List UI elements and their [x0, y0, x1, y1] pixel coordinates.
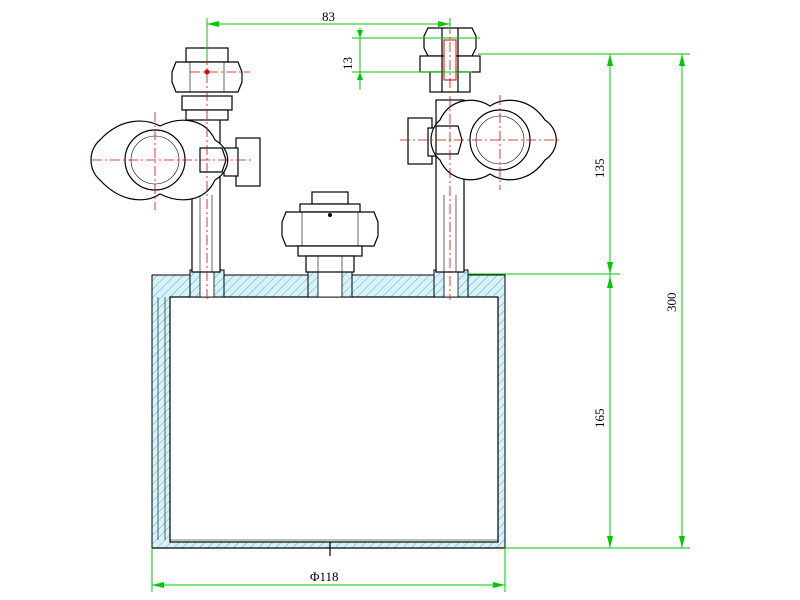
port-openings: [189, 269, 469, 298]
dim-diameter-label: Φ118: [310, 569, 339, 584]
dimension-lines: [151, 18, 690, 592]
dim-135-label: 135: [592, 159, 607, 179]
dim-165-label: 165: [592, 409, 607, 429]
right-valve: [407, 27, 557, 273]
dim-83-label: 83: [322, 9, 335, 24]
dim-13-label: 13: [340, 57, 355, 70]
dim-300-label: 300: [664, 293, 679, 313]
center-lines: [92, 24, 560, 300]
center-fitting: [281, 191, 379, 273]
cylinder-body: [151, 274, 506, 556]
